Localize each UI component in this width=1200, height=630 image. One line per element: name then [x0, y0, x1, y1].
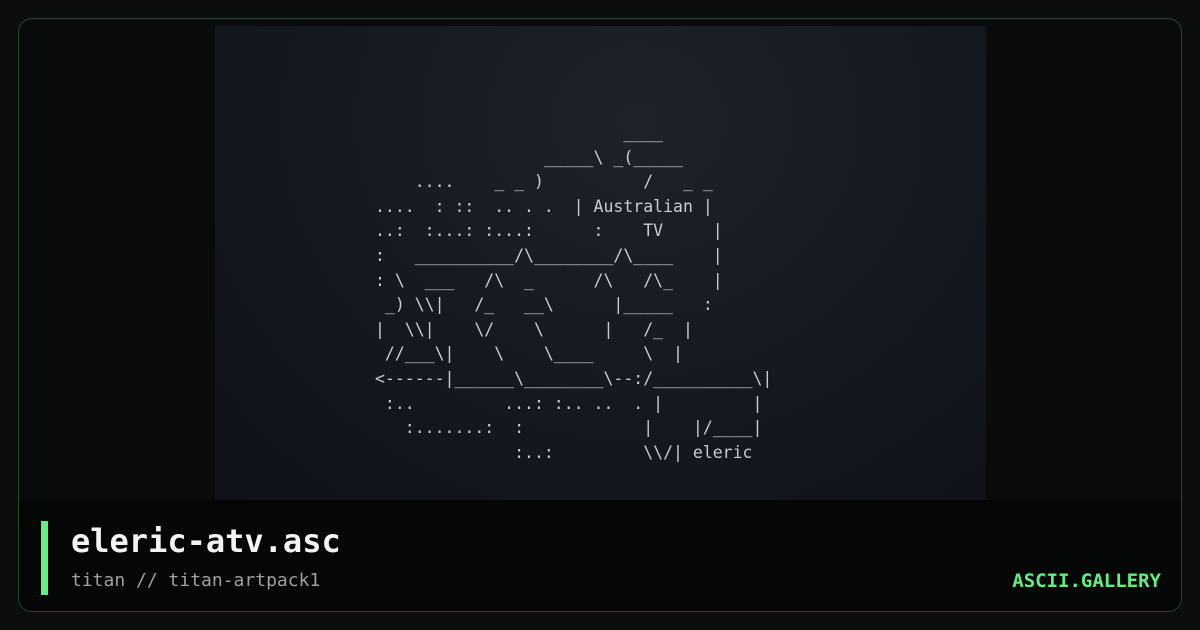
file-title: eleric-atv.asc — [71, 522, 341, 560]
site-brand: ASCII.GALLERY — [1012, 570, 1161, 592]
gallery-card: ____ _____\ _(_____ .... _ _ ) / _ _ ...… — [18, 18, 1182, 612]
accent-bar — [41, 521, 48, 595]
ascii-preview: ____ _____\ _(_____ .... _ _ ) / _ _ ...… — [215, 26, 986, 501]
artist-pack-subtitle: titan // titan-artpack1 — [71, 570, 321, 591]
ascii-art: ____ _____\ _(_____ .... _ _ ) / _ _ ...… — [375, 123, 773, 462]
card-footer: eleric-atv.asc titan // titan-artpack1 A… — [19, 500, 1181, 611]
